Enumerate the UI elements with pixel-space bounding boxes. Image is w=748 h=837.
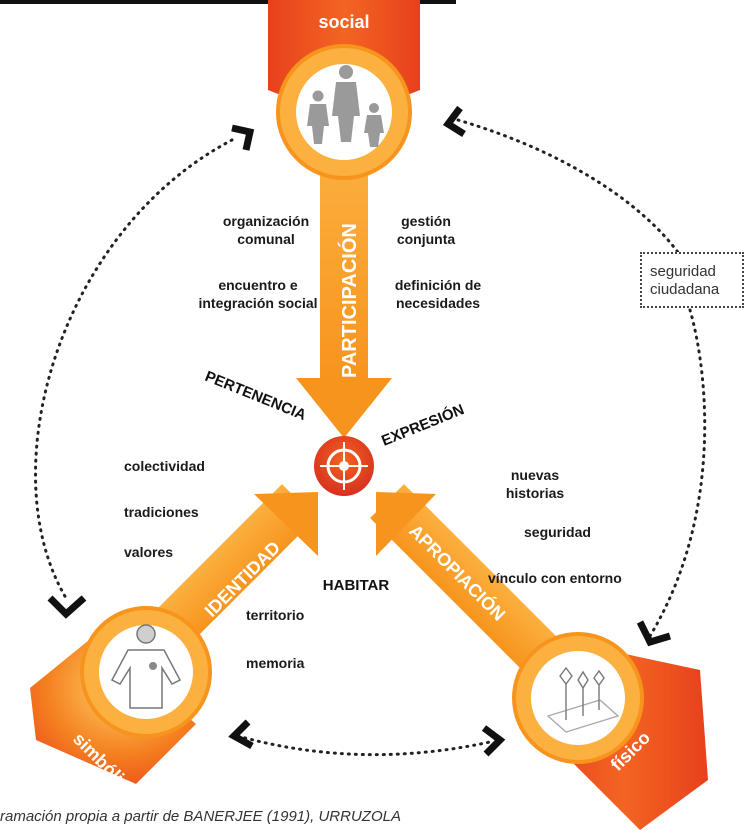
term-valores: valores <box>124 544 174 560</box>
term-organizacion-comunal: organización comunal <box>194 212 338 248</box>
term-seguridad: seguridad <box>524 524 591 540</box>
term-vinculo-entorno: vínculo con entorno <box>488 570 622 586</box>
apropiacion-arrow-shaft <box>370 484 567 681</box>
term-line: organización <box>222 213 310 229</box>
social-label: social <box>318 12 369 32</box>
participacion-arrow-shaft <box>320 150 368 380</box>
dotted-connectors <box>34 118 707 757</box>
term-memoria: memoria <box>246 655 305 671</box>
arrowhead-right-lower <box>636 620 672 647</box>
participacion-arrow-head <box>296 378 392 438</box>
pertenencia-label: PERTENENCIA <box>203 368 309 424</box>
term-territorio: territorio <box>246 607 305 623</box>
arrowhead-top-left <box>231 124 255 151</box>
fisico-node-inner <box>531 651 625 745</box>
apropiacion-arrow-head <box>376 492 436 556</box>
term-line: nuevas <box>510 467 560 483</box>
participacion-label: PARTICIPACIÓN <box>337 223 361 378</box>
people-icon <box>307 65 384 147</box>
term-gestion-conjunta: gestión conjunta <box>374 212 478 248</box>
term-line: conjunta <box>396 231 456 247</box>
arrowhead-bottom-left <box>228 719 254 750</box>
connector-social-simbolico <box>34 138 234 600</box>
term-encuentro-integracion: encuentro e integración social <box>176 276 340 312</box>
seguridad-ciudadana-box: seguridad ciudadana <box>640 252 744 308</box>
person-outline-icon <box>110 624 182 709</box>
identidad-arrow-head <box>254 492 318 556</box>
term-line: integración social <box>198 295 318 311</box>
arrowhead-bottom-right <box>481 725 506 757</box>
term-line: comunal <box>237 231 295 247</box>
trees-icon <box>546 666 620 733</box>
arrowhead-top-right <box>442 105 466 137</box>
term-line: gestión <box>401 213 451 229</box>
term-tradiciones: tradiciones <box>124 504 199 520</box>
connector-social-fisico <box>456 118 682 257</box>
box-line: seguridad <box>650 263 716 280</box>
box-line: ciudadana <box>650 281 720 298</box>
source-caption: ramación propia a partir de BANERJEE (19… <box>0 808 401 825</box>
term-line: historias <box>505 485 565 501</box>
expresion-label: EXPRESIÓN <box>379 400 467 449</box>
connector-box-fisico <box>648 308 707 638</box>
term-line: definición de <box>394 277 482 293</box>
connector-arrowheads <box>47 105 672 757</box>
arrowhead-left <box>47 595 87 619</box>
term-colectividad: colectividad <box>124 458 205 474</box>
term-definicion-necesidades: definición de necesidades <box>372 276 504 312</box>
simbolico-node-inner <box>99 625 193 719</box>
term-nuevas-historias: nuevas historias <box>490 466 580 502</box>
connector-simbolico-fisico <box>236 734 492 757</box>
term-line: encuentro e <box>218 277 298 293</box>
habitar-label: HABITAR <box>323 577 390 594</box>
term-line: necesidades <box>395 295 481 311</box>
top-rule <box>0 0 456 4</box>
